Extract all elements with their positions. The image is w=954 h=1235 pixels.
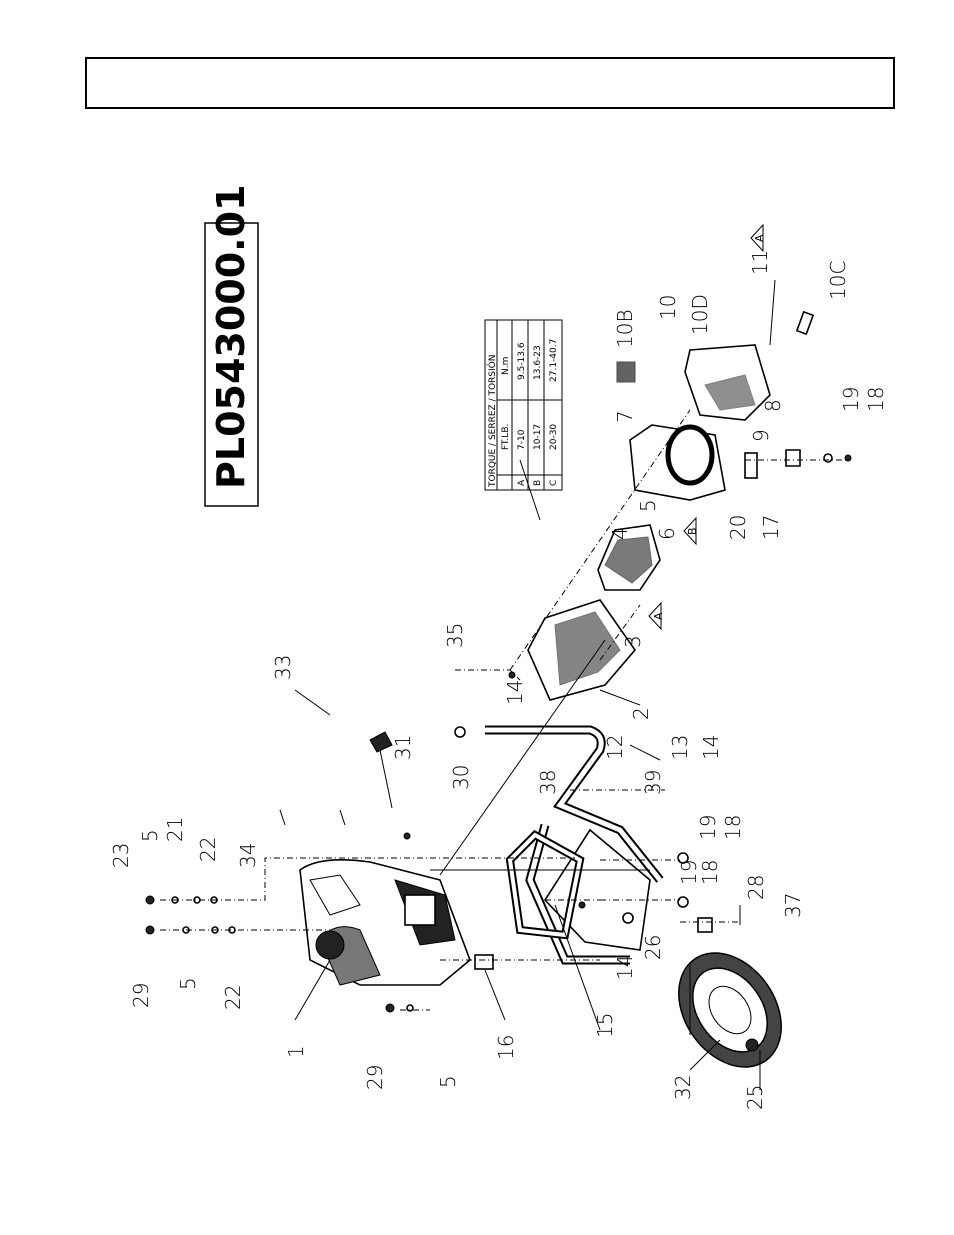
callout-10D: 10D (688, 294, 712, 335)
torque-row-ftlb: 20-30 (549, 424, 559, 450)
callout-22: 22 (221, 985, 245, 1010)
callout-29: 29 (363, 1065, 387, 1090)
document-number: PL0543000.01 (209, 185, 253, 489)
engine (300, 860, 470, 985)
torque-row-symbol: A (517, 479, 527, 486)
callout-14: 14 (699, 735, 723, 760)
callout-14: 14 (503, 680, 527, 705)
callout-34: 34 (236, 843, 260, 868)
torque-table: TORQUE / SERREZ / TORSIÓN FT.LB. N.m A 7… (485, 320, 562, 490)
callout-3: 3 (621, 635, 645, 648)
callout-13: 13 (668, 735, 692, 760)
callout-23: 23 (109, 843, 133, 868)
torque-col-ftlb: FT.LB. (501, 424, 511, 450)
torque-table-title: TORQUE / SERREZ / TORSIÓN (486, 355, 498, 488)
callout-16: 16 (494, 1035, 518, 1060)
torque-row-symbol: C (549, 480, 559, 486)
frame-assembly (430, 730, 660, 960)
torque-marker: B (686, 527, 699, 535)
callout-20: 20 (726, 515, 750, 540)
callout-1: 1 (284, 1045, 308, 1058)
callout-28: 28 (744, 875, 768, 900)
callout-18: 18 (698, 860, 722, 885)
callout-15: 15 (593, 1013, 617, 1038)
torque-row-nm: 13.6-23 (533, 345, 543, 380)
torque-row-symbol: B (533, 480, 543, 486)
callout-19: 19 (677, 860, 701, 885)
callout-35: 35 (443, 623, 467, 648)
callout-22: 22 (196, 837, 220, 862)
wheel (658, 933, 803, 1086)
callout-19: 19 (839, 387, 863, 412)
document-number-box: PL0543000.01 (205, 185, 258, 506)
callout-31: 31 (391, 735, 415, 760)
callout-33: 33 (271, 655, 295, 680)
callout-12: 12 (603, 735, 627, 760)
callout-10: 10 (656, 295, 680, 320)
callout-2: 2 (629, 707, 653, 720)
callout-5: 5 (436, 1075, 460, 1088)
callout-17: 17 (759, 515, 783, 540)
torque-row-ftlb: 10-17 (533, 424, 543, 450)
callout-6: 6 (655, 527, 679, 540)
callout-7: 7 (613, 410, 637, 423)
callout-21: 21 (163, 817, 187, 842)
callout-39: 39 (641, 770, 665, 795)
callout-10B: 10B (613, 309, 637, 348)
callout-37: 37 (781, 893, 805, 918)
callout-25: 25 (743, 1085, 767, 1110)
torque-row-nm: 9.5-13.6 (517, 342, 527, 380)
callout-18: 18 (721, 815, 745, 840)
torque-row-ftlb: 7-10 (517, 429, 527, 450)
callout-10C: 10C (826, 261, 850, 300)
callout-8: 8 (761, 399, 785, 412)
callout-38: 38 (536, 770, 560, 795)
callout-11: 11 (748, 250, 772, 275)
callout-5: 5 (138, 829, 162, 842)
callout-4: 4 (608, 527, 632, 540)
callout-5: 5 (636, 499, 660, 512)
callout-32: 32 (671, 1075, 695, 1100)
torque-marker: A (652, 612, 665, 620)
torque-row-nm: 27.1-40.7 (549, 339, 559, 382)
torque-col-nm: N.m (501, 357, 511, 375)
callout-5: 5 (176, 977, 200, 990)
callout-18: 18 (864, 387, 888, 412)
callout-19: 19 (696, 815, 720, 840)
callout-9: 9 (749, 429, 773, 442)
callout-29: 29 (129, 983, 153, 1008)
callout-30: 30 (449, 765, 473, 790)
callout-26: 26 (641, 935, 665, 960)
handle-assembly (206, 685, 410, 839)
torque-marker: A (753, 234, 766, 242)
callout-14: 14 (613, 955, 637, 980)
